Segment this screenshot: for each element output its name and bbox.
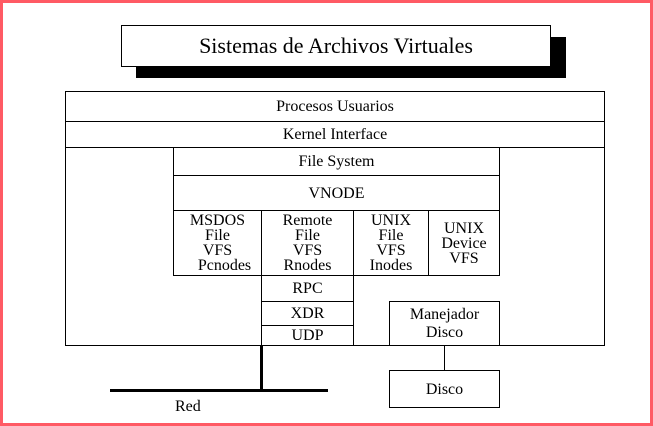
fs-type-line: VFS <box>376 242 406 259</box>
manejador-line: Manejador <box>409 305 480 323</box>
fs-type-line: Inodes <box>369 257 413 274</box>
xdr-layer: XDR <box>261 301 354 326</box>
fs-type-unix-device: UNIX Device VFS <box>428 210 500 276</box>
manejador-line: Disco <box>425 323 464 341</box>
vnode-layer: VNODE <box>173 175 500 211</box>
file-system-layer: File System <box>173 147 500 176</box>
udp-layer: UDP <box>261 325 354 346</box>
fs-type-line: VFS <box>292 242 323 259</box>
fs-type-remote: Remote File VFS Rnodes <box>261 210 354 276</box>
fs-type-msdos: MSDOS File VFS Pcnodes <box>173 210 262 276</box>
title-box: Sistemas de Archivos Virtuales <box>121 25 551 67</box>
fs-type-line: Rnodes <box>283 257 332 274</box>
kernel-interface-label: Kernel Interface <box>282 126 388 143</box>
fs-type-line: UNIX <box>444 219 484 237</box>
fs-type-line: Pcnodes <box>197 257 252 274</box>
network-bus-line <box>110 389 328 392</box>
procesos-usuarios-layer: Procesos Usuarios <box>65 91 605 122</box>
fs-type-unix-file: UNIX File VFS Inodes <box>353 210 429 276</box>
diagram-title: Sistemas de Archivos Virtuales <box>199 33 473 58</box>
fs-type-line: File <box>378 227 404 244</box>
disco-label: Disco <box>425 380 464 398</box>
red-label: Red <box>175 398 201 415</box>
fs-type-line: File <box>295 227 320 244</box>
disco-connector <box>444 346 445 371</box>
disco-box: Disco <box>389 370 500 408</box>
fs-type-line: VFS <box>449 249 479 267</box>
fs-type-line: VFS <box>202 242 233 259</box>
fs-type-line: Remote <box>282 212 333 229</box>
kernel-interface-layer: Kernel Interface <box>65 121 605 148</box>
network-drop-line <box>260 346 263 391</box>
file-system-label: File System <box>298 153 375 170</box>
manejador-disco-box: Manejador Disco <box>389 301 500 346</box>
fs-type-line: Device <box>441 234 487 252</box>
xdr-label: XDR <box>290 305 325 322</box>
udp-label: UDP <box>291 327 324 344</box>
procesos-usuarios-label: Procesos Usuarios <box>276 98 394 115</box>
vnode-label: VNODE <box>308 184 365 202</box>
rpc-label: RPC <box>292 280 323 297</box>
rpc-layer: RPC <box>261 275 354 302</box>
fs-type-line: File <box>205 227 230 244</box>
fs-type-line: UNIX <box>371 212 411 229</box>
fs-type-line: MSDOS <box>189 212 246 229</box>
